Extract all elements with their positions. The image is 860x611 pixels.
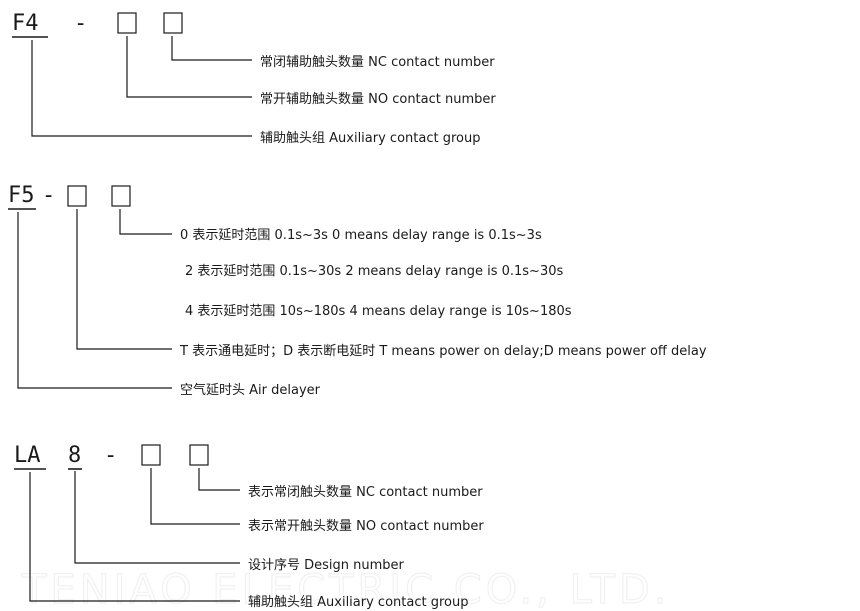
la8-label-design: 设计序号 Design number: [248, 558, 405, 573]
f5-box-type: [67, 185, 87, 207]
f4-label-no: 常开辅助触头数量 NO contact number: [260, 92, 496, 107]
la8-dash: -: [104, 443, 117, 468]
la8-box-nc: [189, 444, 209, 466]
f5-code: F5: [8, 183, 35, 208]
f5-leader-range: [119, 209, 172, 235]
f5-label-type: T 表示通电延时；D 表示断电延时 T means power on delay…: [179, 344, 707, 359]
f5-label-range-4: 4 表示延时范围 10s~180s 4 means delay range is…: [185, 304, 572, 319]
f4-label-nc: 常闭辅助触头数量 NC contact number: [260, 55, 495, 70]
la8-code-letters: LA: [14, 443, 41, 468]
f4-box-nc: [163, 12, 183, 34]
la8-leader-nc: [198, 468, 240, 491]
f4-leader-no: [126, 36, 252, 98]
group-f4: F4 - 常闭辅助触头数量 NC contact number 常开辅助触头数量…: [12, 11, 496, 146]
la8-leader-no: [150, 468, 240, 525]
group-la8: LA 8 - 表示常闭触头数量 NC contact number 表示常开触头…: [14, 443, 484, 610]
watermark: TENIAO ELECTRIC CO., LTD.: [21, 567, 670, 611]
la8-code-number: 8: [68, 443, 81, 468]
group-f5: F5 - 0 表示延时范围 0.1s~3s 0 means delay rang…: [8, 183, 707, 398]
f5-label-range-2: 2 表示延时范围 0.1s~30s 2 means delay range is…: [185, 264, 563, 279]
f4-leader-nc: [171, 36, 252, 61]
f4-leader-group: [31, 40, 252, 137]
la8-box-no: [141, 444, 161, 466]
f5-leader-air: [17, 212, 172, 389]
f5-dash: -: [42, 183, 55, 208]
f5-label-air: 空气延时头 Air delayer: [180, 382, 321, 398]
f4-dash: -: [74, 11, 87, 36]
la8-leader-design: [74, 471, 240, 564]
f5-leader-type: [76, 209, 172, 350]
la8-leader-group: [29, 472, 240, 602]
f5-label-range-0: 0 表示延时范围 0.1s~3s 0 means delay range is …: [180, 228, 542, 243]
la8-label-nc: 表示常闭触头数量 NC contact number: [248, 485, 483, 500]
f4-code: F4: [12, 11, 39, 36]
f4-label-group: 辅助触头组 Auxiliary contact group: [260, 131, 480, 146]
f5-box-range: [111, 185, 131, 207]
la8-label-no: 表示常开触头数量 NO contact number: [248, 519, 484, 534]
f4-box-no: [117, 12, 137, 34]
la8-label-group: 辅助触头组 Auxiliary contact group: [248, 595, 468, 610]
